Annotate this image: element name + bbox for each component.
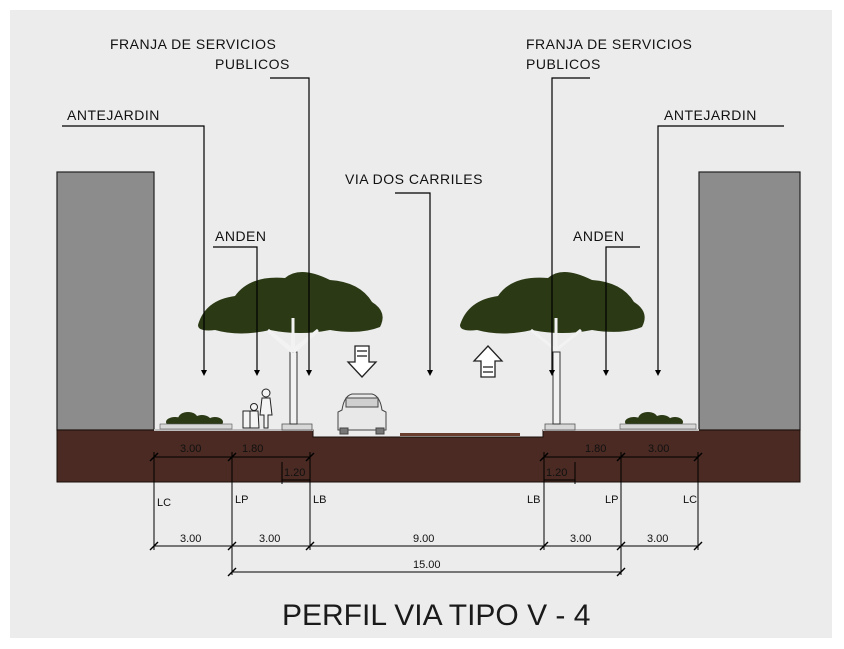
label-antejardin-left: ANTEJARDIN — [67, 107, 160, 123]
mark-lb-left: LB — [313, 494, 326, 506]
dimension-ticks-top — [149, 452, 703, 462]
dim-top-franja-right: 1.20 — [546, 467, 567, 479]
dim-bottom-via: 9.00 — [413, 533, 434, 545]
dim-top-anden-left: 1.80 — [242, 443, 263, 455]
label-anden-right: ANDEN — [573, 228, 625, 244]
dim-top-antejardin-left: 3.00 — [180, 443, 201, 455]
dim-bottom-antejardin-left: 3.00 — [180, 533, 201, 545]
pedestrians-icon — [242, 388, 273, 429]
mark-lc-left: LC — [157, 497, 171, 509]
dim-bottom-antejardin-right: 3.00 — [647, 533, 668, 545]
dim-top-antejardin-right: 3.00 — [648, 443, 669, 455]
shrub-left — [159, 412, 233, 430]
curb-right — [544, 423, 576, 431]
label-franja-left-2: PUBLICOS — [215, 56, 290, 72]
shrub-right — [619, 412, 697, 430]
label-via: VIA DOS CARRILES — [345, 171, 483, 187]
label-franja-left-1: FRANJA DE SERVICIOS — [110, 36, 276, 52]
arrow-down-icon — [346, 345, 378, 378]
mark-lp-left: LP — [235, 494, 248, 506]
label-anden-left: ANDEN — [215, 228, 267, 244]
dim-top-anden-right: 1.80 — [585, 443, 606, 455]
ground — [56, 429, 801, 483]
diagram-title: PERFIL VIA TIPO V - 4 — [282, 599, 590, 632]
dim-total: 15.00 — [413, 559, 441, 571]
dim-bottom-anden-right: 3.00 — [570, 533, 591, 545]
dimension-lines-bottom — [154, 545, 698, 573]
building-left — [56, 171, 155, 431]
dim-top-franja-left: 1.20 — [284, 467, 305, 479]
mark-lc-right: LC — [683, 494, 697, 506]
dim-bottom-anden-left: 3.00 — [259, 533, 280, 545]
road-marking — [400, 433, 520, 436]
curb-left — [281, 423, 313, 431]
label-antejardin-right: ANTEJARDIN — [664, 107, 757, 123]
label-franja-right-2: PUBLICOS — [526, 56, 601, 72]
leader-lines — [62, 77, 784, 372]
dimension-ticks-bottom — [149, 541, 703, 577]
label-franja-right-1: FRANJA DE SERVICIOS — [526, 36, 692, 52]
car-icon — [337, 393, 387, 435]
tree-left — [198, 271, 383, 425]
building-right — [698, 171, 801, 431]
leader-arrowheads — [201, 370, 661, 376]
arrow-up-icon — [472, 345, 504, 378]
mark-lp-right: LP — [605, 494, 618, 506]
mark-lb-right: LB — [527, 494, 540, 506]
